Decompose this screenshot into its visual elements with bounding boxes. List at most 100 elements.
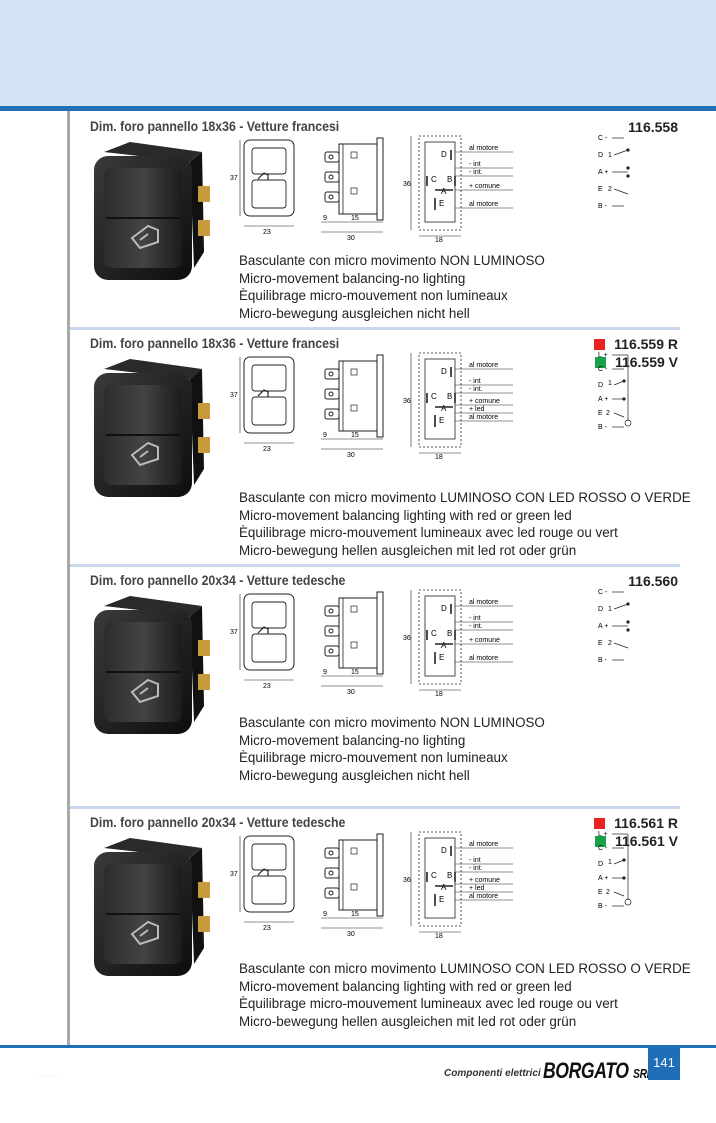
- led-color-swatch: [594, 817, 606, 829]
- schema-label-e: E: [598, 186, 603, 193]
- schema-label-d: D: [598, 382, 603, 389]
- product-code-label: 116.561 R: [614, 815, 678, 831]
- brand-name: BORGATO: [543, 1058, 629, 1083]
- side-dimension-drawing: 9 15 30: [321, 354, 384, 459]
- description-line: Micro-bewegung ausgleichen nicht hell: [239, 305, 470, 321]
- dim-panel-width: 18: [435, 933, 443, 940]
- section-description: Basculante con micro movimento NON LUMIN…: [239, 252, 545, 322]
- dim-depth-1: 9: [323, 215, 327, 222]
- side-dimension-drawing: 9 15 30: [321, 591, 384, 696]
- pin-letter-b: B: [447, 175, 452, 184]
- switch-photo: [94, 838, 210, 976]
- product-code: 116.560: [628, 572, 678, 590]
- schema-label-a: A +: [598, 396, 608, 403]
- side-dimension-drawing: 9 15 30: [321, 137, 384, 242]
- schema-label-c: C -: [598, 135, 608, 142]
- front-dimension-drawing: 37 23: [230, 593, 295, 690]
- product-code: 116.559 R: [594, 335, 678, 353]
- section-title: Dim. foro pannello 18x36 - Vetture franc…: [90, 118, 340, 134]
- terminal-label: - int.: [469, 386, 483, 393]
- schema-label-1: 1: [608, 606, 612, 613]
- pin-letter-c: C: [431, 392, 437, 401]
- pin-letter-b: B: [447, 871, 452, 880]
- terminal-label: - int: [469, 161, 481, 168]
- pin-letter-a: A: [441, 404, 447, 413]
- dim-panel-width: 18: [435, 691, 443, 698]
- section-title: Dim. foro pannello 18x36 - Vetture franc…: [90, 335, 340, 351]
- header-stripe: [0, 106, 716, 111]
- dim-depth-1: 9: [323, 669, 327, 676]
- left-margin-rule: [67, 111, 70, 1045]
- schema-label-c: C -: [598, 366, 608, 373]
- dim-width: 23: [263, 925, 271, 932]
- schema-label-a: A +: [598, 169, 608, 176]
- section-divider: [70, 327, 680, 330]
- schema-label-e: E: [598, 640, 603, 647]
- footer-faint-text: · · · · · ·: [35, 1072, 63, 1081]
- brand-logo: BORGATO SRL: [543, 1058, 653, 1084]
- dim-depth-2: 15: [351, 215, 359, 222]
- pin-letter-e: E: [439, 416, 444, 425]
- pin-letter-c: C: [431, 871, 437, 880]
- terminal-label: al motore: [469, 599, 498, 606]
- description-line: Micro-bewegung hellen ausgleichen mit le…: [239, 542, 577, 558]
- terminal-label: + comune: [469, 877, 500, 884]
- dim-panel-width: 18: [435, 237, 443, 244]
- description-line: Basculante con micro movimento NON LUMIN…: [239, 715, 545, 730]
- footer-rule: [0, 1045, 716, 1048]
- dim-depth-total: 30: [347, 452, 355, 459]
- schema-label-1: 1: [608, 859, 612, 866]
- product-code-label: 116.561 V: [614, 833, 678, 849]
- terminal-label: al motore: [469, 362, 498, 369]
- description-line: Micro-movement balancing lighting with r…: [239, 978, 572, 994]
- schema-label-2: 2: [608, 186, 612, 193]
- pin-letter-a: A: [441, 641, 447, 650]
- terminal-label: + comune: [469, 398, 500, 405]
- front-dimension-drawing: 37 23: [230, 139, 295, 236]
- footer-category: Componenti elettrici: [444, 1068, 541, 1079]
- terminal-label: al motore: [469, 655, 498, 662]
- pin-letter-e: E: [439, 653, 444, 662]
- product-code-label: 116.558: [628, 119, 678, 135]
- product-code: 116.558: [628, 118, 678, 136]
- pin-letter-d: D: [441, 150, 447, 159]
- pin-letter-d: D: [441, 604, 447, 613]
- schema-label-l: L +: [598, 831, 608, 838]
- description-line: Micro-movement balancing-no lighting: [239, 732, 466, 748]
- dim-width: 23: [263, 446, 271, 453]
- led-color-swatch: [594, 356, 606, 368]
- schema-label-2: 2: [606, 889, 610, 896]
- description-line: Basculante con micro movimento LUMINOSO …: [239, 961, 691, 976]
- dim-panel-height: 36: [403, 635, 411, 642]
- terminal-label: + led: [469, 885, 484, 892]
- pin-letter-e: E: [439, 199, 444, 208]
- dim-depth-2: 15: [351, 911, 359, 918]
- description-line: Micro-movement balancing-no lighting: [239, 270, 466, 286]
- pin-letter-a: A: [441, 883, 447, 892]
- front-dimension-drawing: 37 23: [230, 835, 295, 932]
- section-description: Basculante con micro movimento LUMINOSO …: [239, 489, 691, 559]
- product-codes: 116.558: [628, 118, 678, 136]
- dim-depth-total: 30: [347, 931, 355, 938]
- product-codes: 116.561 R 116.561 V: [594, 814, 678, 850]
- dim-depth-2: 15: [351, 669, 359, 676]
- product-codes: 116.560: [628, 572, 678, 590]
- description-line: Micro-bewegung hellen ausgleichen mit le…: [239, 1013, 577, 1029]
- description-line: Basculante con micro movimento LUMINOSO …: [239, 490, 691, 505]
- description-line: Basculante con micro movimento NON LUMIN…: [239, 253, 545, 268]
- section-title: Dim. foro pannello 20x34 - Vetture tedes…: [90, 572, 346, 588]
- terminal-label: + comune: [469, 637, 500, 644]
- pin-letter-b: B: [447, 392, 452, 401]
- section-divider: [70, 806, 680, 809]
- schema-label-b: B -: [598, 203, 608, 210]
- section-title: Dim. foro pannello 20x34 - Vetture tedes…: [90, 814, 346, 830]
- schema-label-a: A +: [598, 875, 608, 882]
- dim-panel-width: 18: [435, 454, 443, 461]
- dim-width: 23: [263, 683, 271, 690]
- schema-label-c: C -: [598, 845, 608, 852]
- terminal-label: - int: [469, 378, 481, 385]
